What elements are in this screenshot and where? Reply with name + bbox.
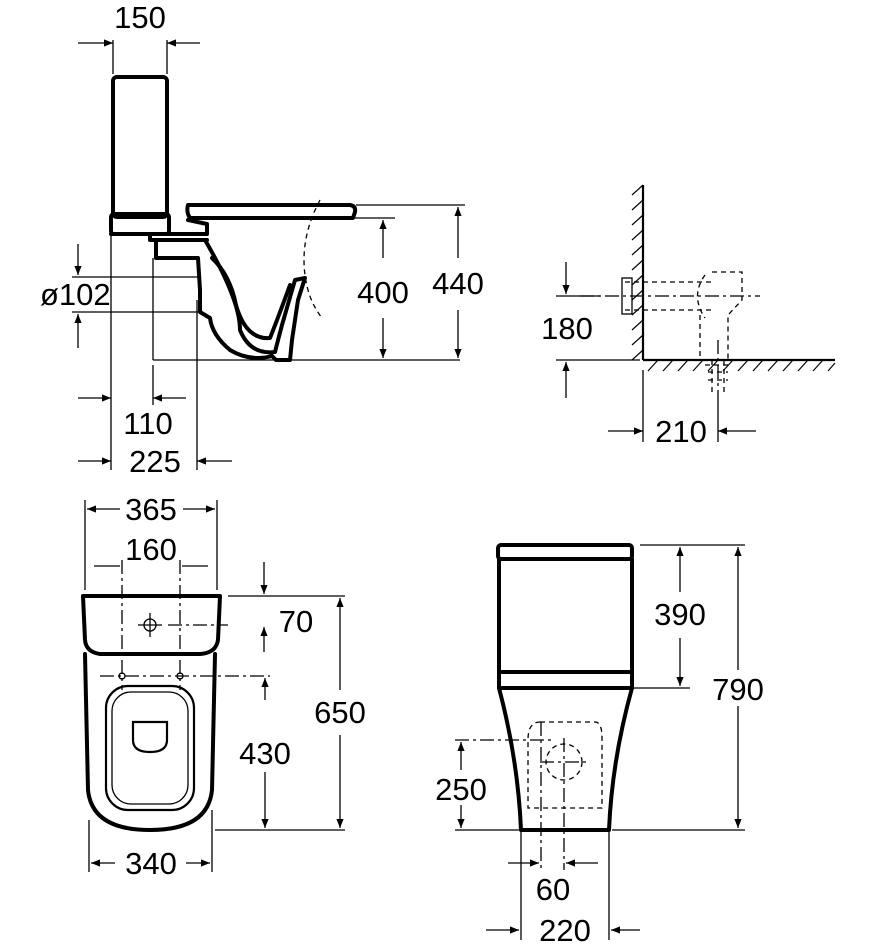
top-bowl-opening — [131, 720, 169, 754]
dim-side-outlet-diameter: ø102 — [40, 277, 111, 312]
dim-top-fixing-offset: 70 — [279, 604, 313, 639]
side-view: 150 400 440 ø102 110 225 — [40, 0, 484, 479]
dim-side-tank-width: 150 — [114, 0, 166, 35]
dim-side-outlet-offset: 110 — [123, 406, 172, 441]
dim-front-outlet-height: 250 — [435, 772, 487, 807]
top-cistern — [81, 594, 222, 656]
dim-top-fixing-spacing: 160 — [125, 532, 177, 567]
top-seat — [104, 684, 196, 812]
wall-hatching — [631, 184, 644, 361]
dim-outlet-distance: 210 — [655, 414, 707, 449]
front-cistern-lid — [496, 543, 634, 561]
side-cistern — [111, 75, 169, 219]
dim-top-width: 365 — [125, 492, 177, 527]
dim-outlet-height: 180 — [541, 311, 593, 346]
side-bowl-outer — [154, 238, 307, 362]
dim-top-base-width: 340 — [125, 846, 177, 881]
side-seat-lid — [185, 203, 358, 220]
front-cistern — [497, 557, 634, 674]
top-bowl — [83, 652, 217, 832]
top-seat-inner — [111, 691, 189, 805]
dim-side-depth: 225 — [129, 444, 181, 479]
dim-front-tank-height: 390 — [654, 597, 706, 632]
top-view: 365 160 70 430 650 340 — [81, 492, 366, 881]
dim-side-bowl-height: 400 — [357, 275, 409, 310]
front-outlet-hidden — [527, 721, 603, 809]
front-view: 390 790 250 60 220 — [435, 543, 764, 948]
front-pedestal — [497, 686, 634, 832]
outlet-pipe-hidden — [625, 271, 743, 360]
dim-top-fixing-to-front: 430 — [239, 736, 291, 771]
outlet-detail: 180 210 — [541, 184, 836, 449]
dim-front-total-height: 790 — [712, 672, 764, 707]
side-rim-hidden — [303, 199, 323, 319]
dim-side-total-height: 440 — [432, 266, 484, 301]
front-cistern-base — [497, 670, 634, 690]
side-connector — [109, 218, 209, 242]
dim-top-length: 650 — [314, 695, 366, 730]
side-bowl-trap — [210, 256, 292, 341]
dim-front-fixing-width: 60 — [536, 872, 570, 907]
dim-front-base-width: 220 — [539, 913, 591, 948]
floor-hatching — [647, 359, 836, 372]
